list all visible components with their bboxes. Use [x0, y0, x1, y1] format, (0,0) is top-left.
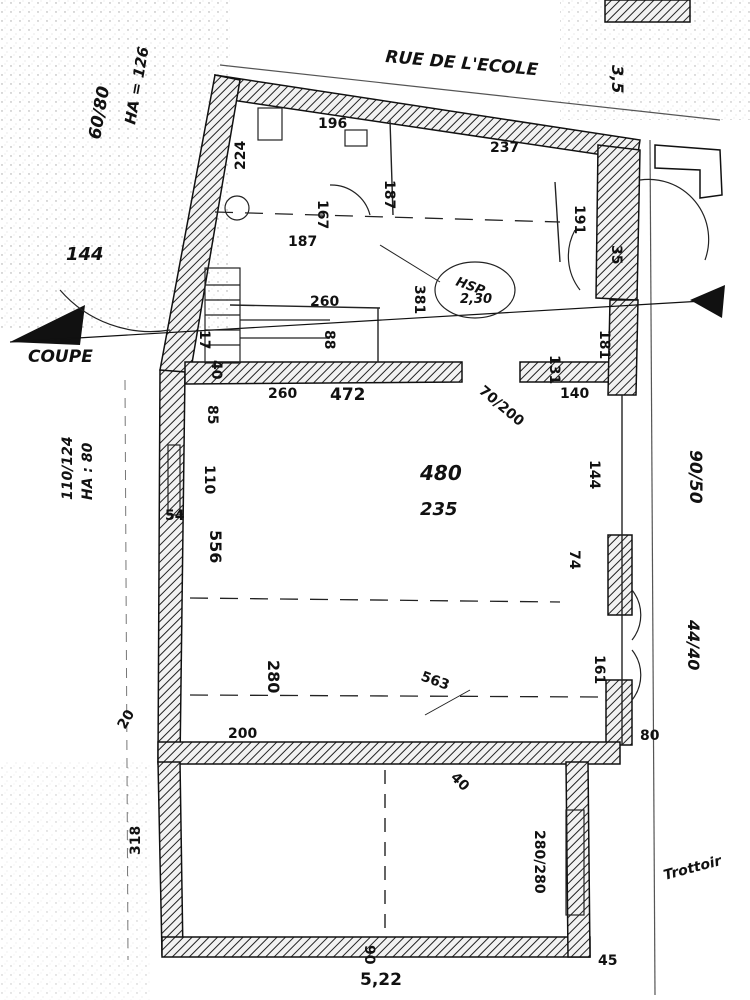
wall-middle-left — [184, 361, 463, 385]
dim-187: 187 — [288, 234, 317, 250]
section-arrow-left — [10, 305, 85, 345]
dim-90: 90 — [361, 945, 377, 965]
corner-note: 3,5 — [608, 65, 627, 93]
dim-260: 260 — [310, 294, 339, 310]
door-right-label: 44/40 — [684, 619, 703, 670]
dim-45: 45 — [598, 953, 617, 969]
dash-line-lower — [189, 694, 601, 698]
wc-fixture — [257, 107, 283, 141]
wall-right-middle — [607, 299, 639, 396]
walls — [157, 0, 691, 958]
door-arc-corner — [639, 178, 710, 261]
window-left — [167, 444, 181, 516]
scan-noise-bottom-left — [0, 760, 150, 1000]
wall-right-pier-2 — [605, 679, 633, 746]
dim-200: 200 — [228, 726, 257, 742]
street-label: RUE DE L'ECOLE — [385, 47, 540, 80]
dim-181: 181 — [596, 330, 612, 359]
dim-167: 167 — [314, 200, 330, 229]
facade-right-label: 90/50 — [685, 450, 705, 504]
dim-381: 381 — [411, 285, 427, 314]
section-line — [9, 299, 721, 343]
dim-280-200: 280/280 — [531, 830, 547, 894]
downpipe — [654, 144, 723, 199]
dash-line-upper — [214, 211, 561, 223]
sink-fixture — [224, 195, 250, 221]
main-area: 480 — [419, 461, 462, 485]
partition-wc — [389, 119, 394, 216]
main-area-2: 235 — [420, 499, 458, 520]
dim-110: 110 — [201, 465, 217, 494]
dim-40b: 40 — [208, 360, 224, 380]
partitions — [229, 119, 623, 935]
door-arc-right-1 — [567, 229, 581, 291]
dim-187b: 187 — [381, 180, 397, 209]
window-left-sill: HA : 80 — [80, 442, 96, 500]
dim-318: 318 — [128, 826, 144, 855]
wall-top-right-column — [604, 0, 691, 23]
door-swings — [59, 107, 710, 916]
dim-196: 196 — [318, 116, 347, 132]
dim-40: 40 — [447, 770, 472, 795]
door-lower-right — [565, 809, 585, 916]
dashed-lines — [189, 211, 601, 698]
hsp-bubble — [434, 261, 516, 319]
street-line — [219, 64, 721, 121]
facade-axis-line — [649, 139, 656, 996]
label-144: 144 — [66, 244, 104, 265]
wall-lower-left — [157, 761, 184, 956]
dim-35: 35 — [608, 245, 624, 264]
section-arrow-right — [690, 285, 725, 318]
dim-191: 191 — [571, 205, 587, 234]
hsp-value: 2,30 — [460, 292, 492, 307]
wall-lower-right — [565, 761, 591, 958]
dim-80: 80 — [640, 728, 660, 744]
dim-260b: 260 — [268, 386, 297, 402]
dim-472: 472 — [330, 385, 366, 405]
door-arc-right-2 — [631, 589, 642, 641]
wall-right-pier-1 — [607, 534, 633, 616]
dim-237: 237 — [490, 140, 519, 156]
dim-161: 161 — [591, 655, 607, 684]
wall-main-bottom — [157, 741, 621, 765]
dim-522: 5,22 — [360, 970, 402, 990]
left-axis-line — [124, 379, 129, 961]
dim-17: 17 — [196, 330, 212, 349]
door-arc-left — [59, 289, 171, 333]
dash-line-middle — [189, 597, 561, 603]
dim-20: 20 — [115, 707, 139, 732]
dim-563: 563 — [419, 669, 452, 694]
window-left-label: 110/124 — [60, 436, 76, 500]
arrow-hsp — [379, 244, 441, 283]
dim-140: 140 — [560, 386, 589, 402]
partition-stair-top — [229, 304, 381, 309]
dim-280: 280 — [264, 660, 283, 693]
section-label: COUPE — [28, 347, 93, 367]
dim-70-200: 70/200 — [475, 383, 527, 430]
stairs — [204, 267, 330, 364]
section-mark: COUPE — [9, 285, 725, 367]
dim-144b: 144 — [586, 460, 602, 489]
door-arc-right-3 — [631, 649, 642, 701]
dim-224: 224 — [233, 141, 249, 170]
dim-131: 131 — [546, 355, 562, 384]
dim-74: 74 — [566, 550, 582, 570]
dim-54: 54 — [165, 508, 185, 524]
wall-right-upper — [595, 144, 641, 301]
dim-85: 85 — [204, 405, 220, 424]
basin-fixture — [344, 129, 368, 147]
dim-88: 88 — [321, 330, 337, 349]
door-arc-wc — [329, 184, 371, 216]
dim-556: 556 — [206, 530, 225, 563]
wall-left-main — [157, 369, 186, 763]
arrow-lower — [424, 689, 471, 716]
sidewalk-label: Trottoir — [662, 853, 724, 884]
